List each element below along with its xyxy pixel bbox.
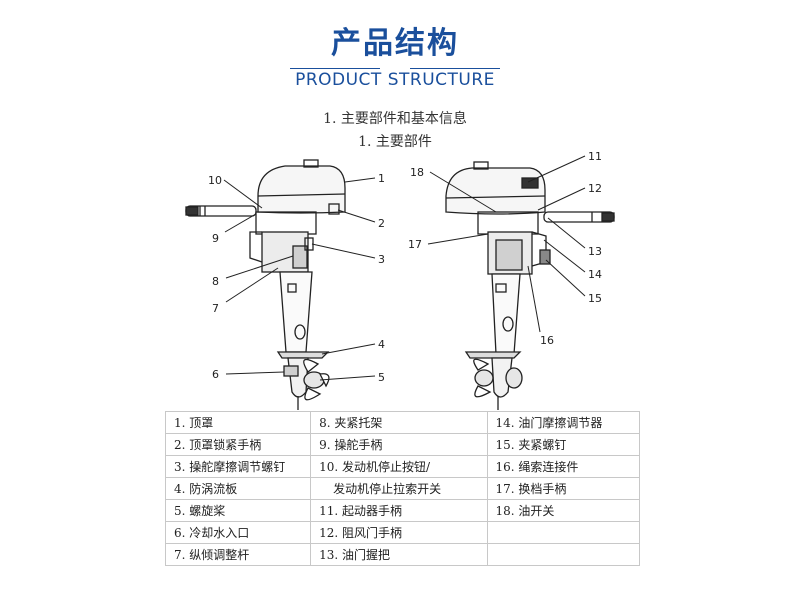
- table-cell: 10. 发动机停止按钮/: [310, 455, 488, 478]
- table-cell: 1. 顶罩: [164, 411, 312, 434]
- callout-11: 11: [588, 150, 602, 163]
- callout-15: 15: [588, 292, 602, 305]
- table-cell: 发动机停止拉索开关: [310, 477, 488, 500]
- left-motor-illustration: [185, 159, 346, 410]
- callout-17: 17: [408, 238, 422, 251]
- table-row: 2. 顶罩锁紧手柄 9. 操舵手柄 15. 夹紧螺钉: [164, 433, 641, 456]
- callout-6: 6: [212, 368, 219, 381]
- right-motor-illustration: [445, 161, 615, 410]
- callout-8: 8: [212, 275, 219, 288]
- callout-1: 1: [378, 172, 385, 185]
- table-cell: 3. 操舵摩擦调节螺钉: [164, 455, 312, 478]
- table-cell: 9. 操舵手柄: [310, 433, 488, 456]
- table-cell: 14. 油门摩擦调节器: [486, 411, 641, 434]
- title-rule-left: [290, 68, 380, 69]
- section-heading: 1. 主要部件和基本信息: [323, 111, 467, 127]
- table-row: 3. 操舵摩擦调节螺钉 10. 发动机停止按钮/ 16. 绳索连接件: [164, 455, 641, 478]
- callout-4: 4: [378, 338, 385, 351]
- callout-14: 14: [588, 268, 602, 281]
- table-cell: 8. 夹紧托架: [310, 411, 488, 434]
- table-cell: 5. 螺旋桨: [164, 499, 312, 522]
- table-cell: 15. 夹紧螺钉: [486, 433, 641, 456]
- table-cell: [486, 521, 641, 544]
- table-row: 5. 螺旋桨 11. 起动器手柄 18. 油开关: [164, 499, 641, 522]
- section-subheading: 1. 主要部件: [358, 134, 432, 150]
- table-cell: 16. 绳索连接件: [486, 455, 641, 478]
- table-row: 6. 冷却水入口 12. 阻风门手柄: [164, 521, 641, 544]
- table-row: 1. 顶罩 8. 夹紧托架 14. 油门摩擦调节器: [164, 411, 641, 434]
- table-cell: 7. 纵倾调整杆: [164, 543, 312, 566]
- callout-2: 2: [378, 217, 385, 230]
- callout-18: 18: [410, 166, 424, 179]
- table-cell: 6. 冷却水入口: [164, 521, 312, 544]
- callout-16: 16: [540, 334, 554, 347]
- table-cell: 2. 顶罩锁紧手柄: [164, 433, 312, 456]
- callout-9: 9: [212, 232, 219, 245]
- table-row: 4. 防涡流板 发动机停止拉索开关 17. 换档手柄: [164, 477, 641, 500]
- table-cell: 17. 换档手柄: [486, 477, 641, 500]
- callout-7: 7: [212, 302, 219, 315]
- title-rule-right: [410, 68, 500, 69]
- parts-table: 1. 顶罩 8. 夹紧托架 14. 油门摩擦调节器 2. 顶罩锁紧手柄 9. 操…: [164, 411, 641, 566]
- table-cell: 13. 油门握把: [310, 543, 488, 566]
- callout-10: 10: [208, 174, 222, 187]
- table-cell: 11. 起动器手柄: [310, 499, 488, 522]
- callout-3: 3: [378, 253, 385, 266]
- table-cell: 12. 阻风门手柄: [310, 521, 488, 544]
- page-title: 产品结构: [331, 26, 459, 61]
- outboard-motor-diagram: 1 2 3 4 5 6 7 8 9 10 11 12 13 14 15 16 1…: [185, 150, 615, 410]
- table-cell: 4. 防涡流板: [164, 477, 312, 500]
- callout-5: 5: [378, 371, 385, 384]
- callout-12: 12: [588, 182, 602, 195]
- page-subtitle: PRODUCT STRUCTURE: [295, 70, 495, 90]
- table-cell: 18. 油开关: [486, 499, 641, 522]
- table-cell: [486, 543, 641, 566]
- callout-13: 13: [588, 245, 602, 258]
- table-row: 7. 纵倾调整杆 13. 油门握把: [164, 543, 641, 566]
